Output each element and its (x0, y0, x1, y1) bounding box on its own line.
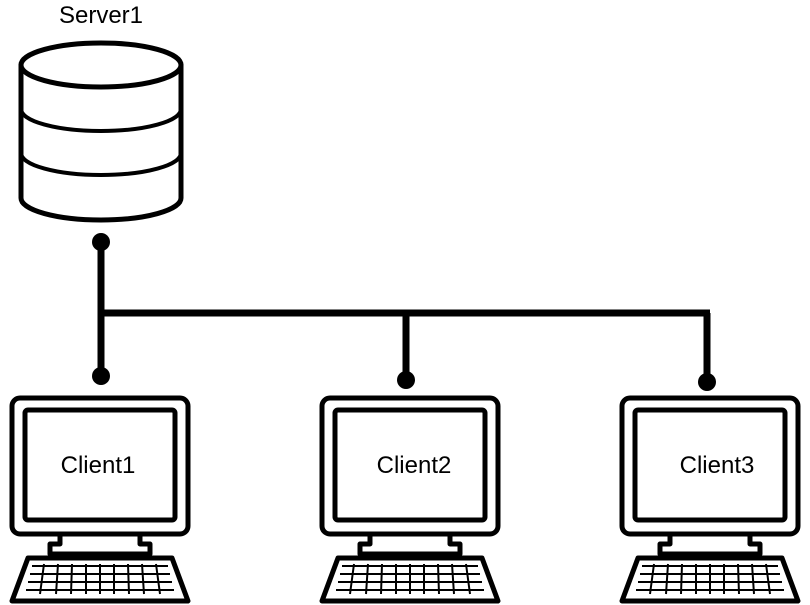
desktop-computer-icon (9, 395, 191, 604)
client2-connector-dot (397, 371, 415, 389)
client3-connector-dot (698, 373, 716, 391)
client2-label: Client2 (377, 452, 452, 479)
desktop-computer-icon (319, 395, 501, 604)
server-node: Server1 (18, 2, 184, 223)
network-connections (92, 233, 716, 391)
client1-label: Client1 (61, 452, 136, 479)
client-node-1: Client1 (9, 395, 191, 604)
client1-connector-dot (92, 367, 110, 385)
client-node-2: Client2 (319, 395, 501, 604)
client3-label: Client3 (680, 452, 755, 479)
server-label: Server1 (59, 2, 143, 29)
desktop-computer-icon (619, 395, 801, 604)
database-server-icon (18, 40, 184, 223)
client-node-3: Client3 (619, 395, 801, 604)
